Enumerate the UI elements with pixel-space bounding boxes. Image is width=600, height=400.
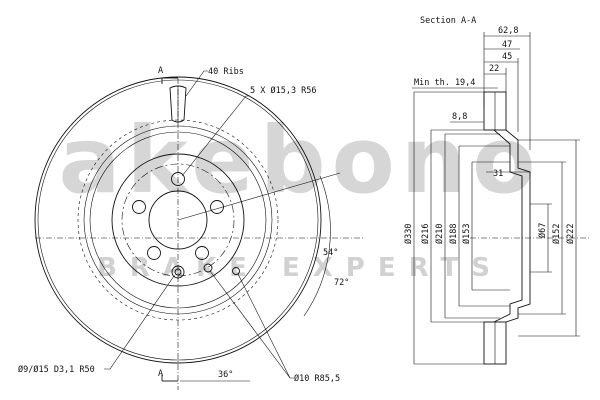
locator-hole-inner	[174, 268, 182, 276]
dia-330: Ø330	[403, 224, 414, 244]
bolt-hole	[171, 172, 185, 186]
pin-hole	[232, 267, 240, 275]
bolt-hole	[132, 200, 146, 214]
dim-62-8: 62,8	[498, 26, 518, 36]
dia-222: Ø222	[565, 224, 576, 244]
dia-152: Ø152	[551, 224, 562, 244]
angle-72: 72°	[334, 278, 349, 288]
front-view: A A 40 Ribs 5 X Ø15,3 R56 Ø9/Ø15 D3,1 R5…	[18, 66, 365, 390]
hole-label: Ø10 R85,5	[294, 373, 340, 384]
dim-47: 47	[502, 40, 512, 50]
watermark-brand: akebono	[59, 107, 542, 214]
dia-216: Ø216	[420, 224, 431, 244]
pin-label: Ø9/Ø15 D3,1 R50	[18, 364, 95, 375]
rib-detail	[169, 85, 187, 123]
angle-54: 54°	[323, 248, 338, 258]
dia-67: Ø67	[537, 223, 548, 238]
section-view: Section A-A 62,8 47 45 22 Min th. 19,4 8…	[403, 16, 590, 365]
angle-54-arc	[303, 175, 331, 317]
mounting-face-circle	[111, 153, 245, 287]
pin-leader	[104, 275, 175, 370]
hat-inner-circle	[89, 131, 267, 309]
dim-45: 45	[502, 52, 512, 62]
disc-outer-edge	[34, 76, 322, 364]
dia-153: Ø153	[461, 224, 472, 244]
section-mark-top: A	[158, 66, 163, 76]
dim-31: 31	[493, 169, 503, 179]
bolt-hole	[195, 246, 209, 260]
disc-outer-edge-inner	[37, 79, 319, 361]
bolt-hole	[147, 246, 161, 260]
angle-36: 36°	[218, 370, 233, 380]
dim-8-8: 8,8	[452, 112, 467, 122]
locator-hole-outer	[171, 265, 185, 279]
watermark-tagline: BRAKE EXPERTS	[97, 253, 503, 283]
center-bore	[148, 190, 208, 250]
bolt-leader	[181, 95, 250, 177]
angle-ray	[177, 172, 341, 221]
hat-outer-circle	[83, 125, 273, 315]
min-thickness: Min th. 19,4	[414, 78, 475, 88]
watermark: akebono BRAKE EXPERTS	[59, 107, 542, 283]
pin-hole	[203, 263, 213, 273]
ribs-leader	[185, 70, 208, 97]
hole-leader-2	[237, 273, 291, 379]
ribs-label: 40 Ribs	[208, 67, 244, 77]
dia-210: Ø210	[434, 224, 445, 244]
dia-188: Ø188	[448, 224, 459, 244]
section-mark-bottom: A	[158, 369, 163, 379]
dim-22: 22	[489, 64, 499, 74]
bolt-label: 5 X Ø15,3 R56	[250, 85, 317, 96]
bolt-circle	[121, 163, 235, 277]
section-title: Section A-A	[420, 16, 476, 26]
